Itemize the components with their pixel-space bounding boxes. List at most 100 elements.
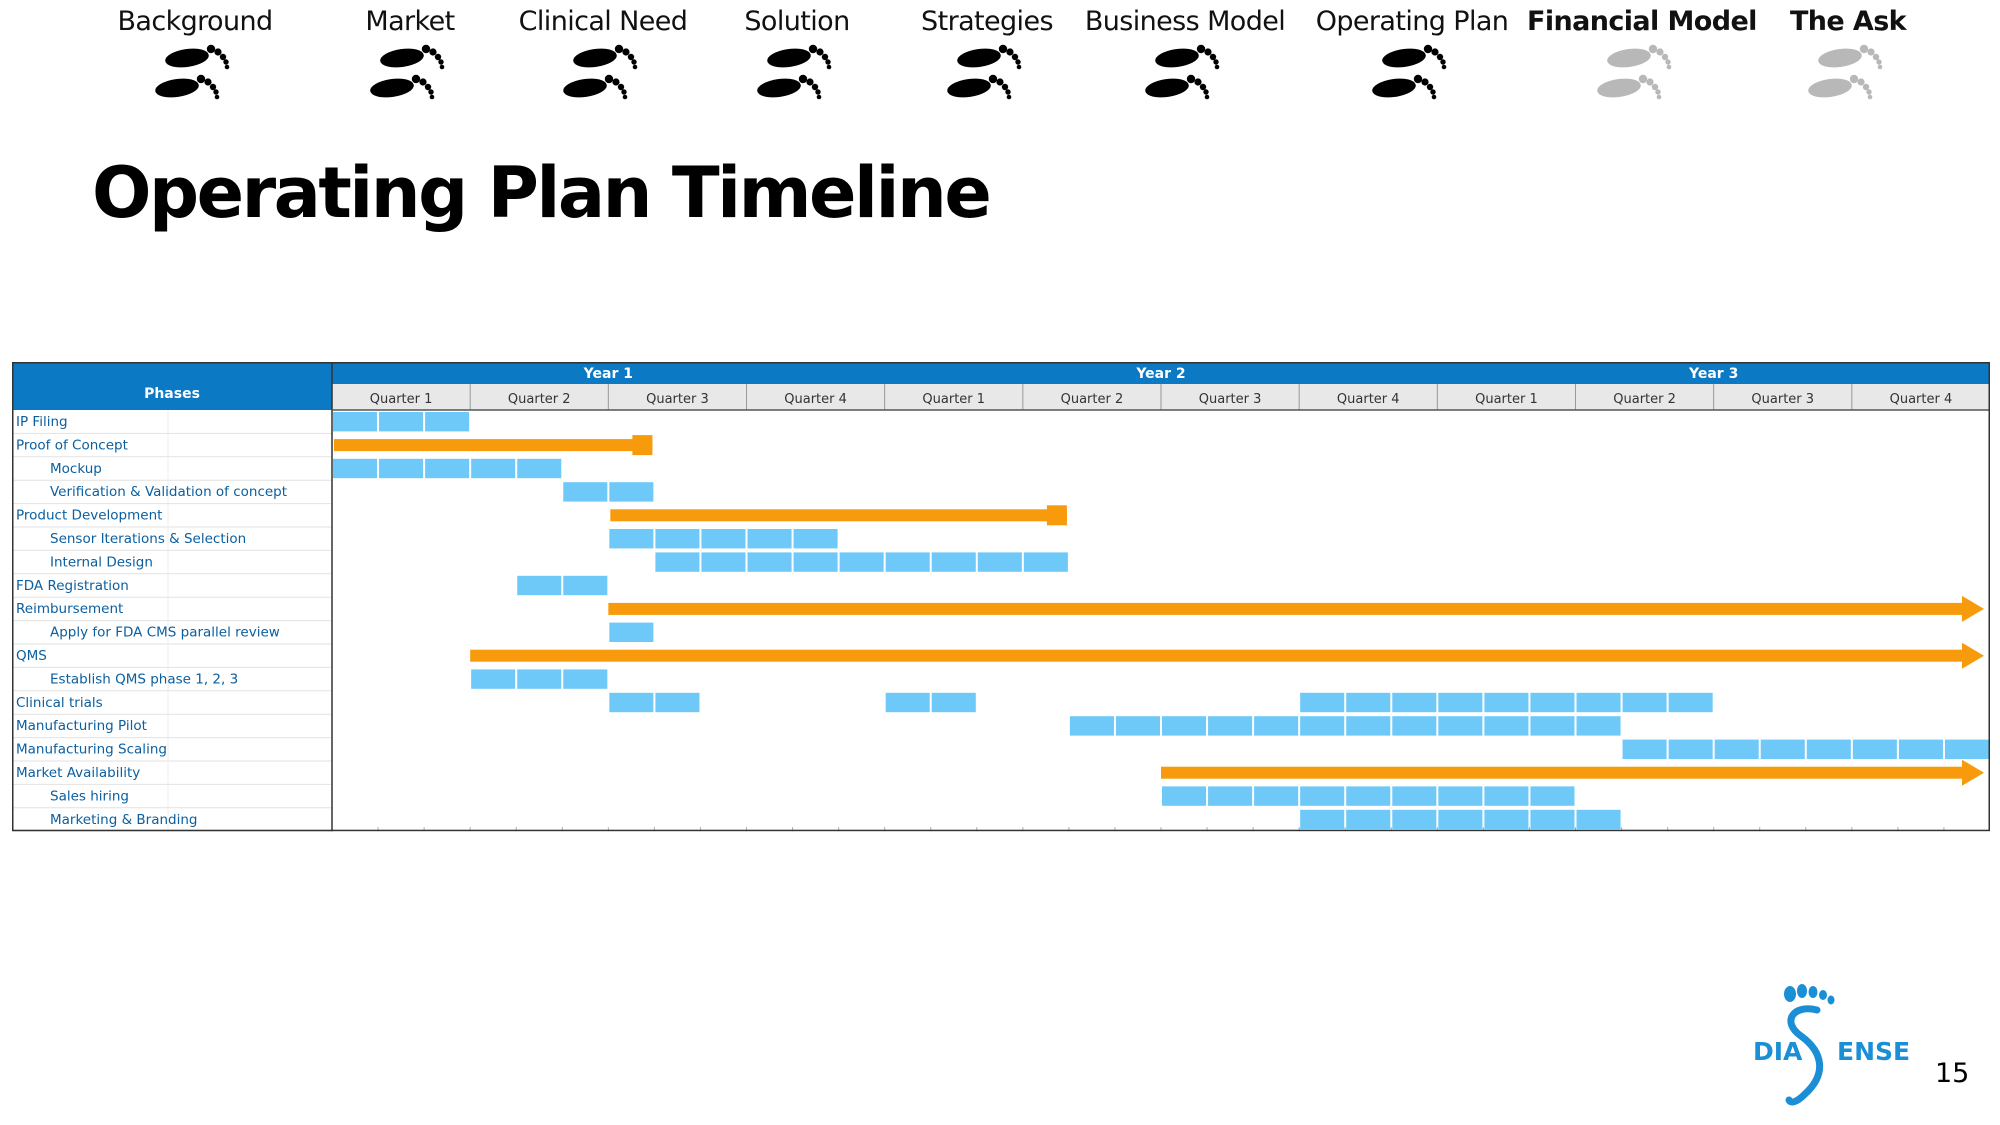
footprints-icon [1137, 42, 1233, 106]
quarter-label: Quarter 2 [1613, 392, 1676, 407]
task-label: Sales hiring [50, 788, 129, 804]
nav-step-label: Financial Model [1527, 6, 1757, 37]
nav-step-label: Operating Plan [1315, 6, 1509, 37]
task-bar-cell [1300, 809, 1345, 830]
task-bar-cell [517, 458, 562, 479]
task-bar-cell [609, 622, 654, 642]
task-bar-cell [609, 529, 654, 549]
task-bar-cell [1530, 809, 1575, 830]
task-label: Establish QMS phase 1, 2, 3 [50, 671, 238, 687]
task-bar-cell [517, 575, 562, 596]
task-bar-cell [1346, 809, 1391, 830]
task-label: Sensor Iterations & Selection [50, 531, 246, 547]
task-bar-cell [379, 412, 424, 432]
nav-step[interactable]: Background [85, 0, 305, 115]
nav-step[interactable]: The Ask [1738, 0, 1958, 115]
task-bar-cell [1392, 692, 1437, 713]
task-bar-cell [701, 552, 746, 572]
task-bar-cell [931, 552, 976, 572]
task-label: Manufacturing Pilot [16, 718, 147, 734]
task-bar-cell [1438, 692, 1483, 713]
nav-step[interactable]: Operating Plan [1302, 0, 1522, 115]
task-bar-cell [1162, 786, 1207, 806]
page-title: Operating Plan Timeline [92, 152, 992, 234]
phase-bar [610, 509, 1067, 522]
task-bar-cell [747, 529, 792, 549]
task-bar-cell [1530, 716, 1575, 736]
task-bar-cell [1438, 786, 1483, 806]
task-label: Clinical trials [16, 695, 103, 711]
task-bar-cell [1346, 786, 1391, 806]
task-label: FDA Registration [16, 578, 129, 594]
nav-step[interactable]: Clinical Need [493, 0, 713, 115]
nav-step[interactable]: Financial Model [1527, 0, 1757, 115]
nav-step-label: Background [117, 6, 273, 37]
task-bar-cell [839, 552, 884, 572]
task-label: Verification & Validation of concept [50, 484, 287, 500]
nav-step-label: The Ask [1789, 6, 1907, 37]
task-bar-cell [1023, 552, 1068, 572]
phase-end-cap [1046, 505, 1067, 526]
footprints-icon [749, 42, 845, 106]
task-bar-cell [1208, 786, 1253, 806]
nav-step[interactable]: Strategies [877, 0, 1097, 115]
logo-text-right: ENSE [1837, 1037, 1910, 1066]
nav-step-label: Business Model [1084, 6, 1286, 37]
task-bar-cell [1668, 739, 1713, 759]
footprints-icon [555, 42, 651, 106]
task-bar-cell [1898, 739, 1943, 759]
task-bar-cell [655, 552, 700, 572]
nav-step[interactable]: Business Model [1075, 0, 1295, 115]
task-bar-cell [1115, 716, 1160, 736]
task-bar-cell [747, 552, 792, 572]
nav-step[interactable]: Market [300, 0, 520, 115]
task-label: Manufacturing Scaling [16, 742, 167, 758]
gantt-frame [12, 362, 1990, 832]
year-label: Year 3 [1688, 366, 1738, 382]
task-bar-cell [793, 529, 838, 549]
footprints-icon [939, 42, 1035, 106]
footprints-icon [147, 42, 243, 106]
quarter-label: Quarter 1 [1475, 392, 1538, 407]
footprints-icon [1800, 42, 1896, 106]
task-label: Internal Design [50, 554, 153, 570]
nav-step-label: Market [365, 6, 455, 37]
task-bar-cell [1484, 716, 1529, 736]
year-header-band [332, 362, 1990, 384]
task-bar-cell [425, 412, 470, 432]
task-bar-cell [471, 458, 516, 479]
task-label: Apply for FDA CMS parallel review [50, 625, 280, 641]
task-bar-cell [471, 669, 516, 689]
quarter-label: Quarter 3 [1751, 392, 1814, 407]
task-bar-cell [1622, 739, 1667, 759]
task-bar-cell [1576, 716, 1621, 736]
phase-bar [470, 649, 1965, 662]
task-bar-cell [1576, 809, 1621, 830]
task-bar-cell [1392, 716, 1437, 736]
phases-header-cell [12, 362, 332, 410]
phases-header-label: Phases [144, 386, 200, 402]
task-bar-cell [517, 669, 562, 689]
nav-step[interactable]: Solution [687, 0, 907, 115]
task-bar-cell [1622, 692, 1667, 713]
phase-bar [1161, 766, 1964, 779]
task-bar-cell [885, 692, 930, 713]
task-bar-cell [1530, 786, 1575, 806]
task-bar-cell [1668, 692, 1713, 713]
phase-arrowhead [1962, 759, 1984, 786]
task-bar-cell [1484, 809, 1529, 830]
task-bar-cell [1300, 786, 1345, 806]
task-bar-cell [793, 552, 838, 572]
task-label: IP Filing [16, 414, 68, 430]
quarter-label: Quarter 4 [1337, 392, 1400, 407]
task-label: Marketing & Branding [50, 812, 197, 828]
task-label: Proof of Concept [16, 437, 128, 453]
task-bar-cell [1852, 739, 1897, 759]
task-bar-cell [1576, 692, 1621, 713]
task-bar-cell [1484, 692, 1529, 713]
task-bar-cell [1438, 716, 1483, 736]
task-bar-cell [609, 692, 654, 713]
nav-step-label: Solution [744, 6, 850, 37]
